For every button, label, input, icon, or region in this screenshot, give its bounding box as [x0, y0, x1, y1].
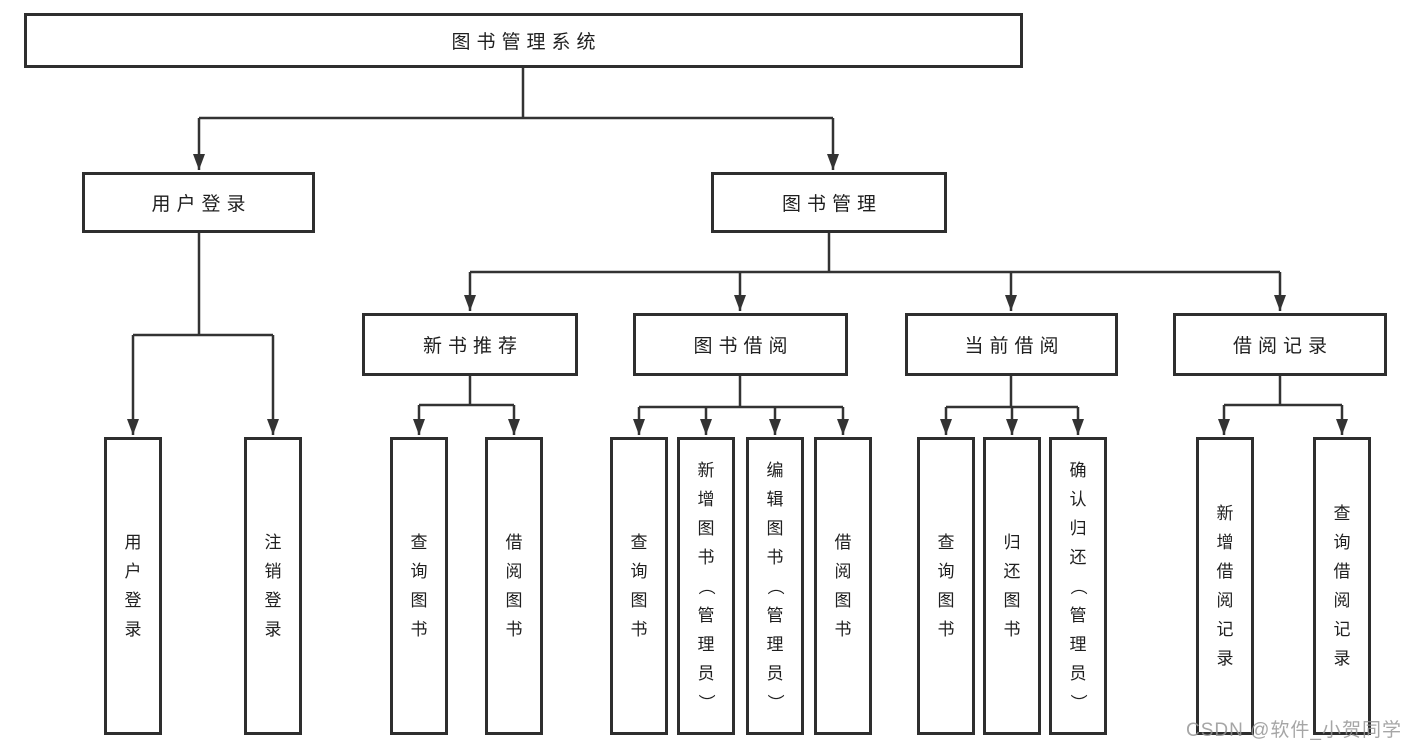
- leaf-return-book: 归还图书: [983, 437, 1041, 735]
- edge-book-borrow-trunk: [639, 376, 843, 409]
- edge-book-management-trunk: [470, 233, 1280, 274]
- leaf-query-books-current: 查询图书: [917, 437, 975, 735]
- edge-borrow-records-trunk: [1224, 376, 1342, 407]
- edge-root-trunk: [199, 67, 833, 120]
- leaf-borrow-books-borrow: 借阅图书: [814, 437, 872, 735]
- leaf-edit-book-admin: 编辑图书（管理员）: [746, 437, 804, 735]
- leaf-query-borrow-record: 查询借阅记录: [1313, 437, 1371, 735]
- leaf-query-books-recommend: 查询图书: [390, 437, 448, 735]
- node-book-management: 图书管理: [711, 172, 947, 233]
- leaf-logout: 注销登录: [244, 437, 302, 735]
- leaf-user-login: 用户登录: [104, 437, 162, 735]
- node-library-system: 图书管理系统: [24, 13, 1023, 68]
- node-user-login: 用户登录: [82, 172, 315, 233]
- leaf-add-book-admin: 新增图书（管理员）: [677, 437, 735, 735]
- edge-new-book-trunk: [419, 376, 514, 407]
- leaf-add-borrow-record: 新增借阅记录: [1196, 437, 1254, 735]
- edge-user-login-trunk: [133, 233, 273, 337]
- node-current-borrow: 当前借阅: [905, 313, 1118, 376]
- node-new-book-recommend: 新书推荐: [362, 313, 578, 376]
- node-borrow-records: 借阅记录: [1173, 313, 1387, 376]
- node-book-borrow: 图书借阅: [633, 313, 848, 376]
- leaf-confirm-return-admin: 确认归还（管理员）: [1049, 437, 1107, 735]
- leaf-borrow-books-recommend: 借阅图书: [485, 437, 543, 735]
- edge-current-borrow-trunk: [946, 376, 1078, 409]
- leaf-query-books-borrow: 查询图书: [610, 437, 668, 735]
- csdn-watermark: CSDN @软件_小贺同学: [1186, 720, 1402, 741]
